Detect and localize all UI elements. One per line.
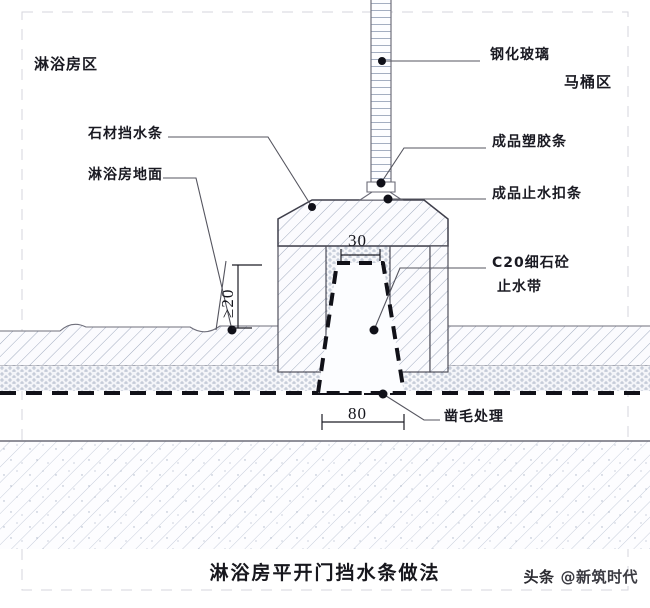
c20-waterstop [316, 261, 406, 395]
drawing-title: 淋浴房平开门挡水条做法 [209, 562, 441, 584]
page-border [21, 11, 629, 591]
label-stone-water-barrier: 石材挡水条 [88, 126, 163, 142]
waterproof-layer-left [0, 364, 278, 391]
stone-curb-left-leg [277, 245, 327, 373]
plastic-strip-clamp [358, 181, 404, 201]
zone-label-toilet: 马桶区 [564, 73, 613, 91]
watermark-source: 头条 [523, 568, 555, 586]
structural-slab [0, 440, 650, 549]
dimension-line-20 [232, 264, 262, 329]
watermark: 头条 @新筑时代 [521, 566, 638, 587]
tempered-glass-panel [370, 0, 392, 182]
label-plastic-strip: 成品塑胶条 [492, 134, 567, 150]
waterproof-layer-right [430, 364, 650, 391]
toilet-floor-screed [430, 325, 650, 365]
label-c20-waterstop-line2: 止水带 [497, 279, 542, 295]
leader-lines-right [373, 60, 486, 421]
dimension-value-30: 30 [348, 231, 367, 250]
dimension-value-20: ≥20 [218, 288, 237, 318]
label-tempered-glass: 钢化玻璃 [490, 47, 550, 63]
leader-dots-right [369, 57, 393, 399]
dimension-value-80: 80 [348, 404, 367, 423]
label-c20-waterstop-line1: C20细石砼 [492, 255, 570, 271]
label-chiseling-treatment: 凿毛处理 [444, 409, 504, 425]
dimension-line-30 [340, 249, 381, 261]
leader-lines-left [163, 136, 313, 331]
zone-label-shower: 淋浴房区 [34, 55, 99, 73]
stone-curb-cap [277, 199, 449, 373]
shower-floor-screed [0, 323, 278, 365]
dimension-line-80 [321, 414, 405, 430]
label-shower-floor: 淋浴房地面 [88, 167, 163, 183]
watermark-handle: @新筑时代 [560, 568, 638, 586]
label-water-stop-buckle: 成品止水扣条 [492, 186, 582, 202]
